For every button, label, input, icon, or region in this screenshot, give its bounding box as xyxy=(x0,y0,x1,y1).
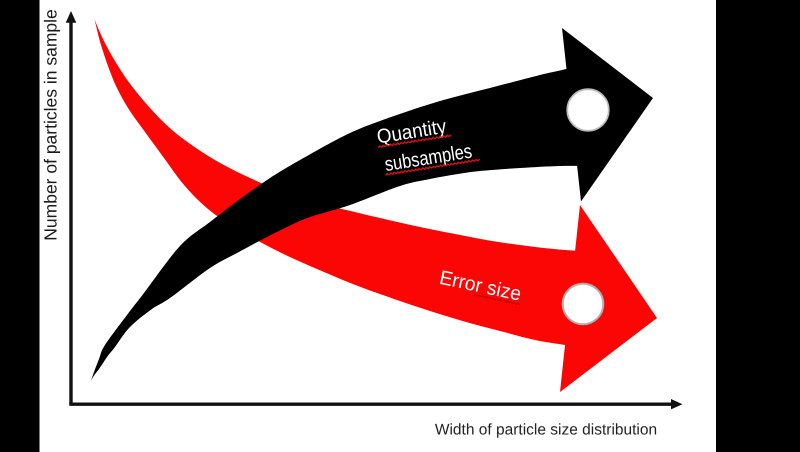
svg-text:Number of particles in sample: Number of particles in sample xyxy=(41,9,61,240)
svg-text:Width of particle size distrib: Width of particle size distribution xyxy=(435,422,657,439)
